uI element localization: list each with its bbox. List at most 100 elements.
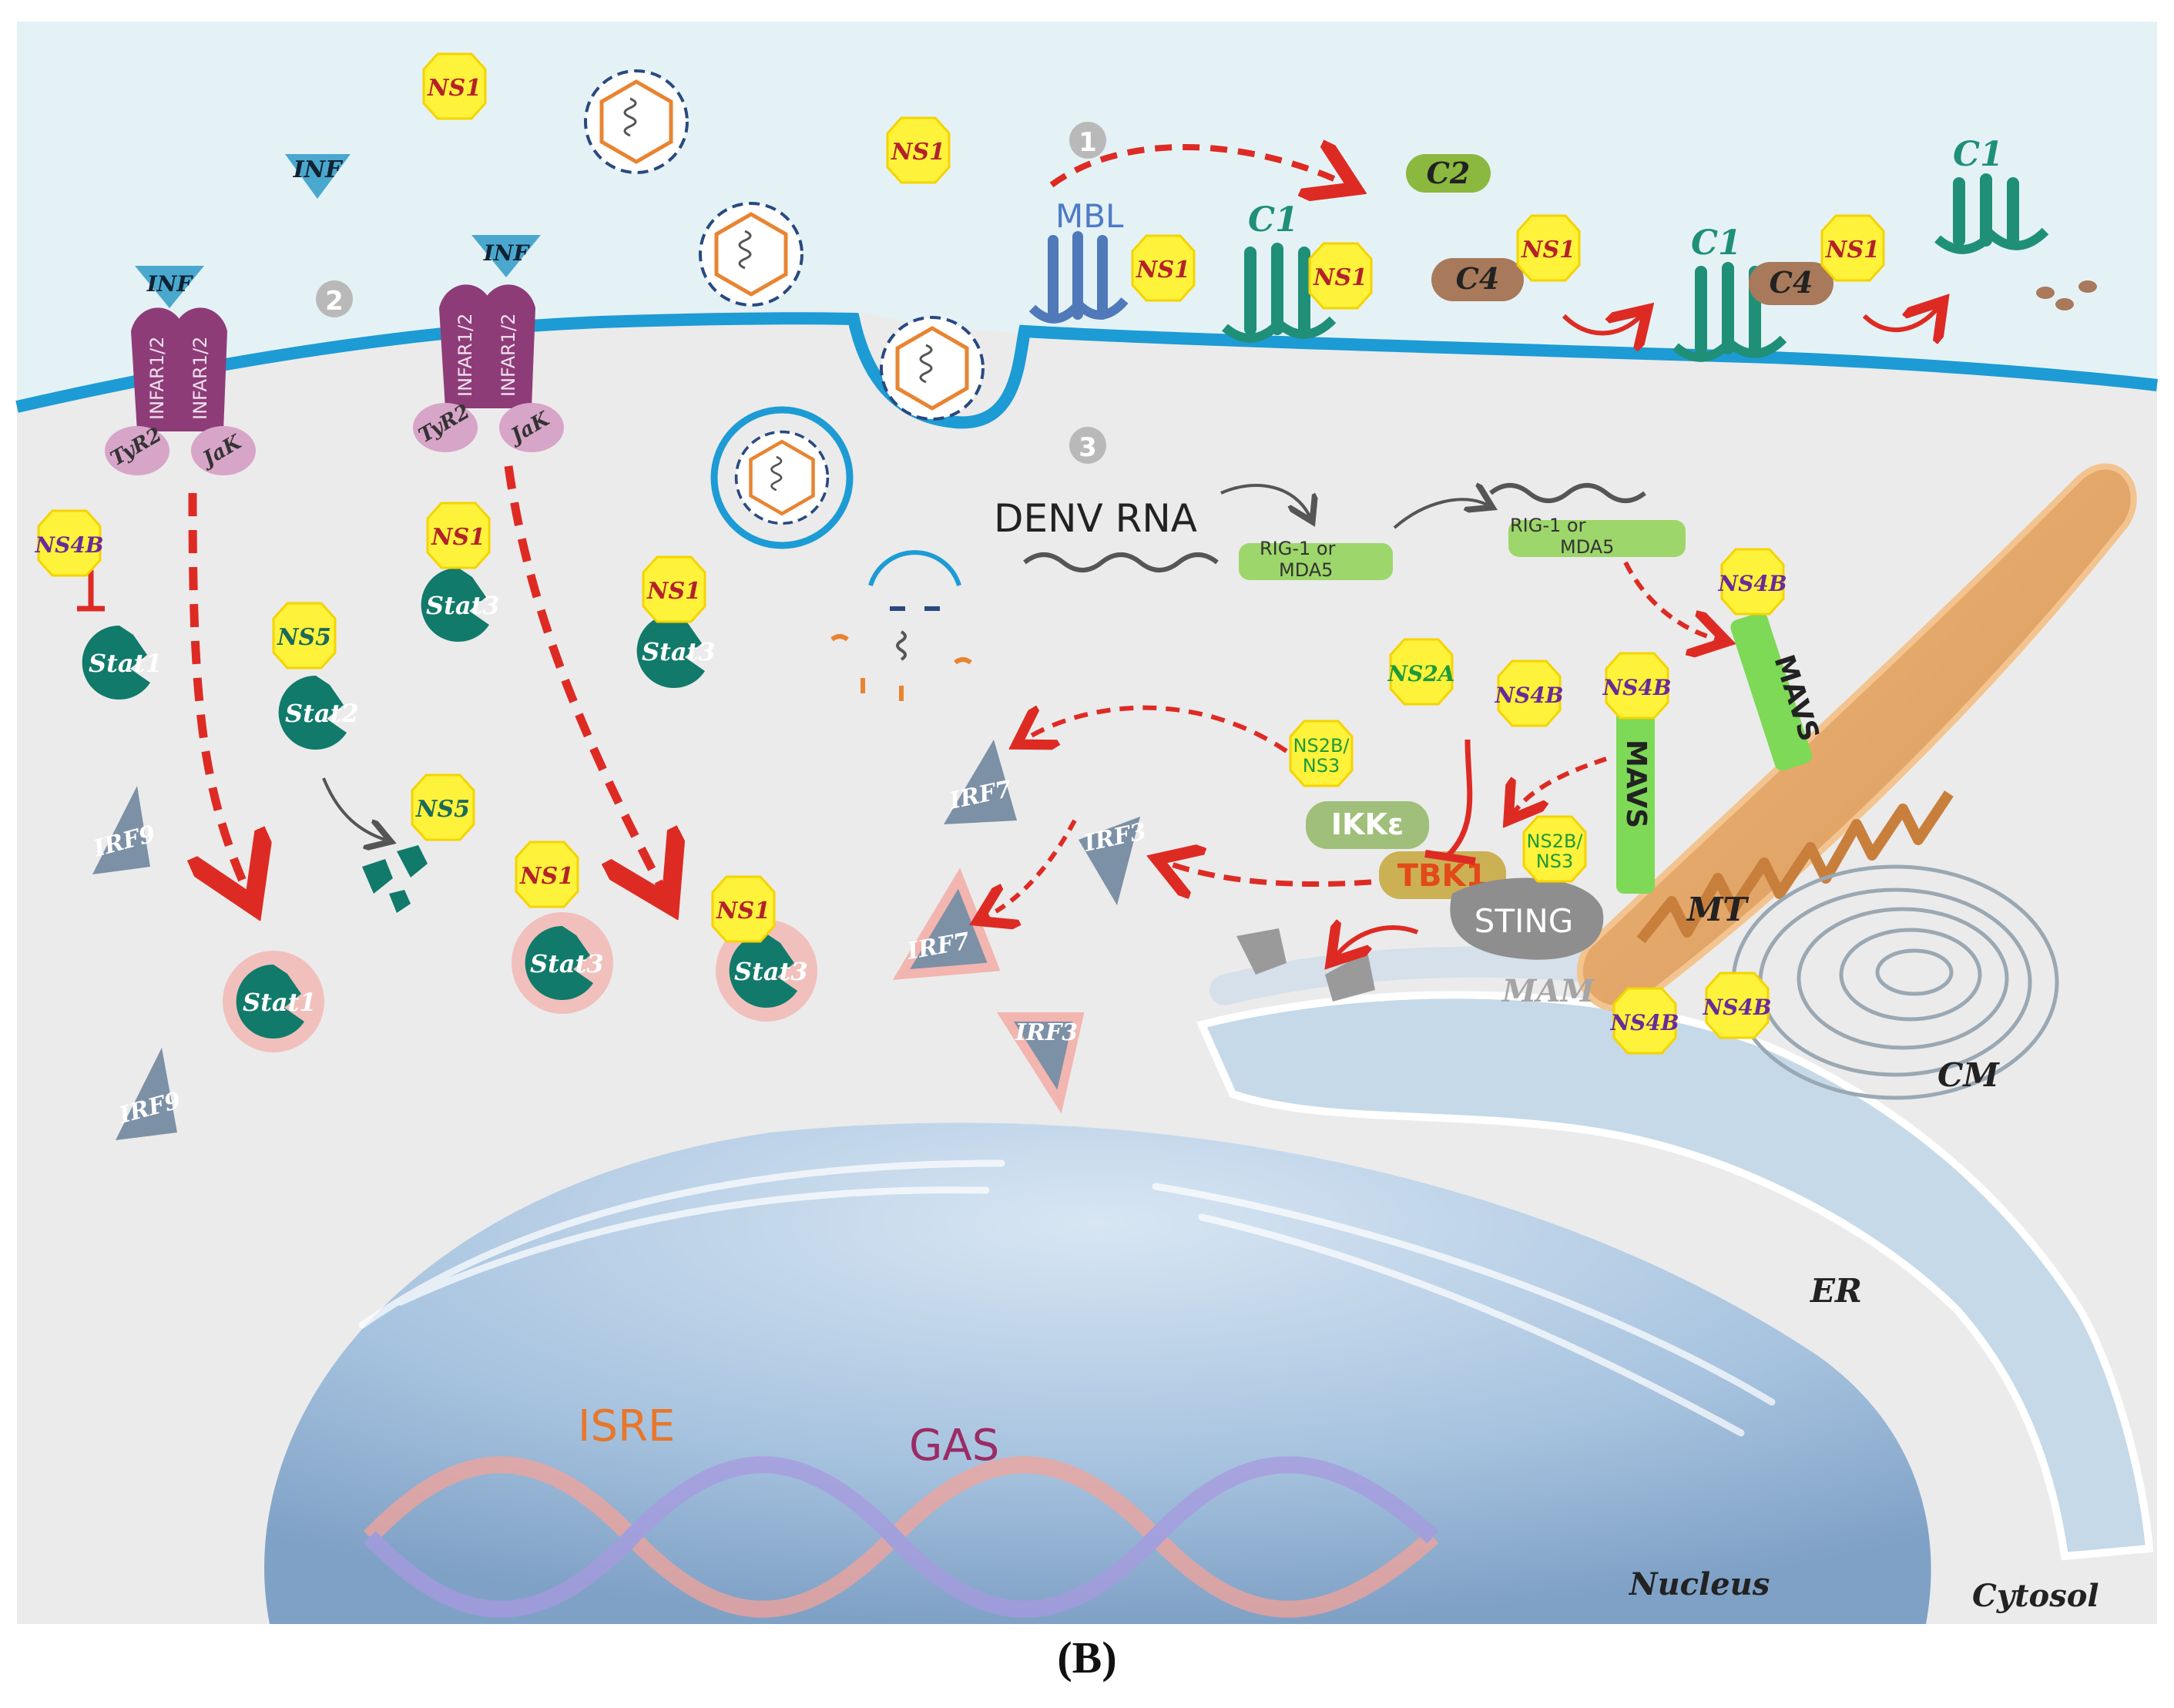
sting-translocation-arrow (1337, 928, 1419, 955)
ns4b-badge-mavs-mam: NS4B (1602, 652, 1672, 720)
svg-text:NS2B/: NS2B/ (1526, 831, 1583, 852)
gas-label: GAS (909, 1421, 999, 1471)
svg-text:NS1: NS1 (519, 863, 574, 890)
cm-label: CM (1937, 1056, 2000, 1094)
svg-text:NS1: NS1 (427, 75, 481, 102)
rig1-to-mavs-arrow (1623, 561, 1718, 639)
ikke: IKKε (1306, 801, 1429, 849)
svg-text:NS1: NS1 (891, 139, 945, 166)
svg-text:1: 1 (1079, 127, 1097, 158)
svg-text:NS2A: NS2A (1387, 661, 1454, 686)
stat2-fragments (362, 845, 428, 913)
svg-text:NS1: NS1 (646, 578, 701, 605)
uncoating-virion (830, 550, 972, 701)
complement-arrow-3 (1862, 308, 1937, 330)
ns1-badge-c1c4: NS1 (1820, 214, 1885, 282)
mavs-mam: MAVS (1616, 709, 1655, 894)
ns1-badge-1: NS1 (422, 52, 487, 120)
rig1-bound-rna (1489, 483, 1646, 503)
svg-text:INFAR1/2: INFAR1/2 (455, 314, 476, 397)
ns1-badge-c1: NS1 (1308, 242, 1373, 310)
rna-to-rig1-arrow (1220, 484, 1310, 516)
svg-text:NS5: NS5 (277, 624, 331, 651)
c1-c4-complex: C4 (1672, 262, 1833, 362)
denv-rna-strand (1023, 552, 1219, 572)
svg-text:IKKε: IKKε (1331, 807, 1404, 841)
stat1-activated: Stat1 (223, 951, 324, 1052)
endoplasmic-reticulum (1196, 991, 2154, 1561)
svg-text:Stat3: Stat3 (426, 591, 500, 620)
svg-text:MAVS: MAVS (1620, 740, 1652, 828)
stat3-activated: Stat3 (512, 912, 613, 1014)
mam-label: MAM (1501, 973, 1595, 1009)
irf9-inactive: IRF9 (90, 786, 159, 874)
step-marker-2: 2 (316, 280, 353, 317)
svg-text:C4: C4 (1456, 261, 1500, 296)
virion-2 (700, 203, 802, 305)
ns4b-badge-tbk1: NS4B (1495, 659, 1563, 727)
jak-stat-arrow-2 (504, 465, 663, 890)
rig1-active: RIG-1 or MDA5 (1508, 515, 1686, 558)
svg-text:NS4B: NS4B (1602, 675, 1672, 700)
ns4b-badge-mam-1: NS4B (1610, 987, 1679, 1055)
svg-text:NS1: NS1 (1313, 264, 1367, 291)
ns2a-inhibition (1446, 739, 1473, 857)
svg-text:INFAR1/2: INFAR1/2 (190, 337, 211, 420)
inf-ligand-free: INF (285, 154, 351, 199)
virion-endocytosing (881, 317, 983, 419)
c4: C4 (1431, 258, 1524, 301)
svg-text:STING: STING (1474, 902, 1574, 940)
ns1-badge-mbl: NS1 (1131, 234, 1196, 302)
step-marker-1: 1 (1069, 122, 1106, 159)
rig1-activation-arrow (1393, 499, 1487, 529)
irf9: IRF9 (116, 1048, 184, 1140)
ns1-badge-stat3a: NS1 (426, 502, 491, 569)
svg-text:NS3: NS3 (1536, 851, 1573, 872)
c2: C2 (1406, 154, 1491, 193)
svg-text:NS1: NS1 (1825, 237, 1880, 263)
svg-text:MDA5: MDA5 (1560, 536, 1614, 558)
svg-text:NS1: NS1 (1136, 257, 1190, 284)
svg-text:RIG-1 or: RIG-1 or (1510, 515, 1586, 536)
cytosol-label: Cytosol (1972, 1578, 2099, 1614)
irf3-to-irf7-arrow (986, 819, 1077, 917)
svg-text:NS1: NS1 (1521, 237, 1575, 263)
svg-text:NS1: NS1 (716, 898, 770, 924)
figure-caption: (B) (1057, 1632, 1117, 1683)
ns2b-ns3-badge-tbk1: NS2B/NS3 (1522, 815, 1587, 883)
ns1-badge-stat3d: NS1 (711, 875, 776, 943)
svg-text:RIG-1 or: RIG-1 or (1260, 538, 1336, 559)
svg-text:INF: INF (483, 240, 531, 266)
infar-receptor-1: INF INFAR1/2 INFAR1/2 TyR2 JaK (105, 266, 256, 475)
isre-label: ISRE (578, 1401, 675, 1451)
svg-text:NS4B: NS4B (1703, 995, 1772, 1020)
svg-text:NS3: NS3 (1303, 755, 1340, 777)
sting: STING (1450, 877, 1604, 960)
c1-label: C1 (1248, 200, 1299, 240)
ns5-badge-stat2: NS5 (272, 602, 337, 669)
dna-helix (364, 1456, 1439, 1618)
irf3-activated: IRF3 (997, 1012, 1085, 1114)
c1-label-3: C1 (1953, 135, 2004, 174)
nuclear-envelope-lines (358, 1159, 1776, 1437)
svg-text:3: 3 (1079, 432, 1097, 463)
c4-fragments (2036, 280, 2097, 310)
svg-text:Stat2: Stat2 (285, 699, 359, 728)
svg-text:2: 2 (325, 286, 344, 317)
svg-text:INFAR1/2: INFAR1/2 (498, 314, 519, 397)
complement-arrow-2 (1562, 316, 1641, 334)
svg-text:MDA5: MDA5 (1279, 559, 1333, 581)
stat3-bound-ns1-b: Stat3 (636, 613, 716, 688)
svg-text:NS4B: NS4B (1718, 571, 1787, 596)
ns1-badge-2: NS1 (886, 116, 951, 184)
mam-band (1209, 946, 1633, 1005)
mbl-label: MBL (1055, 197, 1124, 235)
svg-text:IRF3: IRF3 (1015, 1019, 1078, 1046)
svg-text:Stat1: Stat1 (89, 649, 163, 678)
ns4b-badge-mam-2: NS4B (1703, 971, 1772, 1039)
endosome (710, 406, 854, 549)
ns1-badge-c4: NS1 (1516, 214, 1581, 282)
svg-text:Stat3: Stat3 (530, 949, 604, 978)
ns2b-ns3-badge-ikke: NS2B/NS3 (1289, 720, 1354, 787)
stat3-bound-ns1: Stat3 (421, 567, 500, 642)
